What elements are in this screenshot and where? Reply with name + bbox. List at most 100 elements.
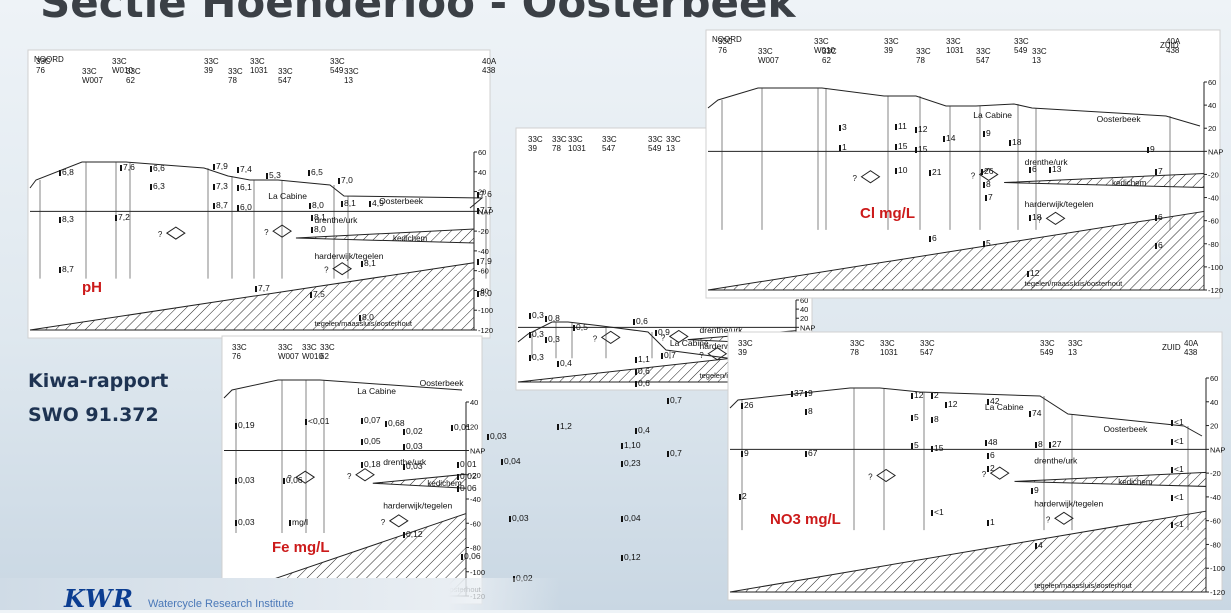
sample-value-label: 7,2 [118, 212, 130, 222]
panel-label-fe: Fe mg/L [272, 539, 330, 556]
sample-marker [289, 520, 291, 526]
sample-value-label: 8 [934, 414, 939, 424]
sample-marker [741, 403, 743, 409]
sample-value-label: 0,12 [406, 529, 423, 539]
sample-value-label: 7,9 [216, 161, 228, 171]
sample-marker [403, 464, 405, 470]
sample-marker [487, 434, 489, 440]
kwr-logo: KWR [64, 584, 134, 613]
well-label-series: 33C [82, 67, 97, 76]
sample-value-label: 15 [934, 443, 944, 453]
sample-marker [235, 478, 237, 484]
well-label-number: 547 [602, 144, 616, 153]
sample-value-label: 5 [914, 440, 919, 450]
sample-marker [987, 520, 989, 526]
sample-value-label: 0,7 [664, 350, 676, 360]
uncertainty-mark: ? [1046, 515, 1051, 524]
sample-marker [635, 357, 637, 363]
sample-marker [1031, 488, 1033, 494]
sample-value-label: 12 [1030, 268, 1040, 278]
south-label: ZUID [1160, 41, 1179, 50]
sample-value-label: 26 [984, 166, 994, 176]
sample-marker [1155, 215, 1157, 221]
sample-marker [1171, 467, 1173, 473]
depth-axis-tick-label: -60 [470, 519, 481, 528]
sample-marker [310, 292, 312, 298]
sample-marker [633, 319, 635, 325]
well-label-series: 33C [302, 343, 317, 352]
sample-marker [369, 201, 371, 207]
depth-axis-tick-label: -100 [1208, 263, 1223, 272]
sample-value-label: 7,9 [480, 256, 492, 266]
sample-marker [915, 147, 917, 153]
sample-value-label: 8 [808, 406, 813, 416]
sample-marker [311, 227, 313, 233]
well-label-number: 549 [648, 144, 662, 153]
well-label-series: 33C [946, 37, 961, 46]
sample-marker [529, 313, 531, 319]
sample-marker [931, 446, 933, 452]
well-label-series: 33C [602, 135, 617, 144]
sample-marker [457, 486, 459, 492]
sample-marker [361, 462, 363, 468]
sample-value-label: 0,8 [548, 313, 560, 323]
sample-value-label: 0,03 [406, 461, 423, 471]
sample-value-label: 0,02 [406, 426, 423, 436]
well-label-series: 33C [880, 339, 895, 348]
formation-label-tegelen-maassluis: tegelen/maassluis/oosterhout [1025, 279, 1123, 288]
sample-marker [667, 451, 669, 457]
well-label-series: 33C [920, 339, 935, 348]
sample-value-label: 0,03 [238, 517, 255, 527]
sample-marker [361, 261, 363, 267]
sample-marker [1009, 140, 1011, 146]
well-label-number: 1031 [946, 46, 964, 55]
sample-value-label: 10 [898, 165, 908, 175]
sample-marker [1049, 167, 1051, 173]
well-label-series: 40A [1184, 339, 1199, 348]
sample-value-label: 42 [990, 396, 1000, 406]
well-label-number: 547 [976, 56, 990, 65]
sample-marker [457, 474, 459, 480]
well-label-series: 33C [112, 57, 127, 66]
well-label-number: 78 [850, 348, 859, 357]
report-title-line-1: Kiwa-rapport [28, 370, 168, 392]
sample-value-label: 12 [914, 390, 924, 400]
sample-marker [895, 144, 897, 150]
depth-axis-tick-label: -20 [478, 227, 489, 236]
sample-value-label: 0,03 [238, 475, 255, 485]
sample-value-label: 8,0 [314, 224, 326, 234]
sample-value-label: 0,3 [532, 352, 544, 362]
sample-marker [477, 192, 479, 198]
well-label-series: 33C [916, 47, 931, 56]
sample-marker [305, 419, 307, 425]
sample-value-label: mg/l [292, 517, 308, 527]
sample-marker [529, 355, 531, 361]
sample-value-label: 4,9 [372, 198, 384, 208]
place-label-oosterbeek: Oosterbeek [1103, 424, 1148, 434]
well-label-number: 1031 [568, 144, 586, 153]
sample-value-label: 6,3 [153, 181, 165, 191]
sample-value-label: 6 [1158, 212, 1163, 222]
sample-value-label: 21 [932, 167, 942, 177]
sample-marker [1029, 167, 1031, 173]
well-label-series: 33C [330, 57, 345, 66]
depth-axis-tick-label: NAP [800, 323, 815, 332]
sample-value-label: 8,7 [216, 200, 228, 210]
uncertainty-mark: ? [264, 228, 269, 237]
sample-value-label: 2 [990, 463, 995, 473]
sample-marker [983, 182, 985, 188]
sample-value-label: <1 [1174, 417, 1184, 427]
sample-marker [621, 443, 623, 449]
well-label-series: 40A [482, 57, 497, 66]
sample-value-label: 7,4 [240, 164, 252, 174]
sample-value-label: 0,03 [406, 441, 423, 451]
depth-axis-tick-label: NAP [470, 447, 485, 456]
formation-label-kedichem: kedichem [427, 479, 462, 488]
sample-marker [791, 391, 793, 397]
sample-value-label: 5 [986, 238, 991, 248]
sample-marker [983, 131, 985, 137]
sample-marker [895, 168, 897, 174]
well-label-series: 33C [278, 67, 293, 76]
depth-axis-tick-label: 40 [478, 168, 486, 177]
sample-value-label: 9 [744, 448, 749, 458]
